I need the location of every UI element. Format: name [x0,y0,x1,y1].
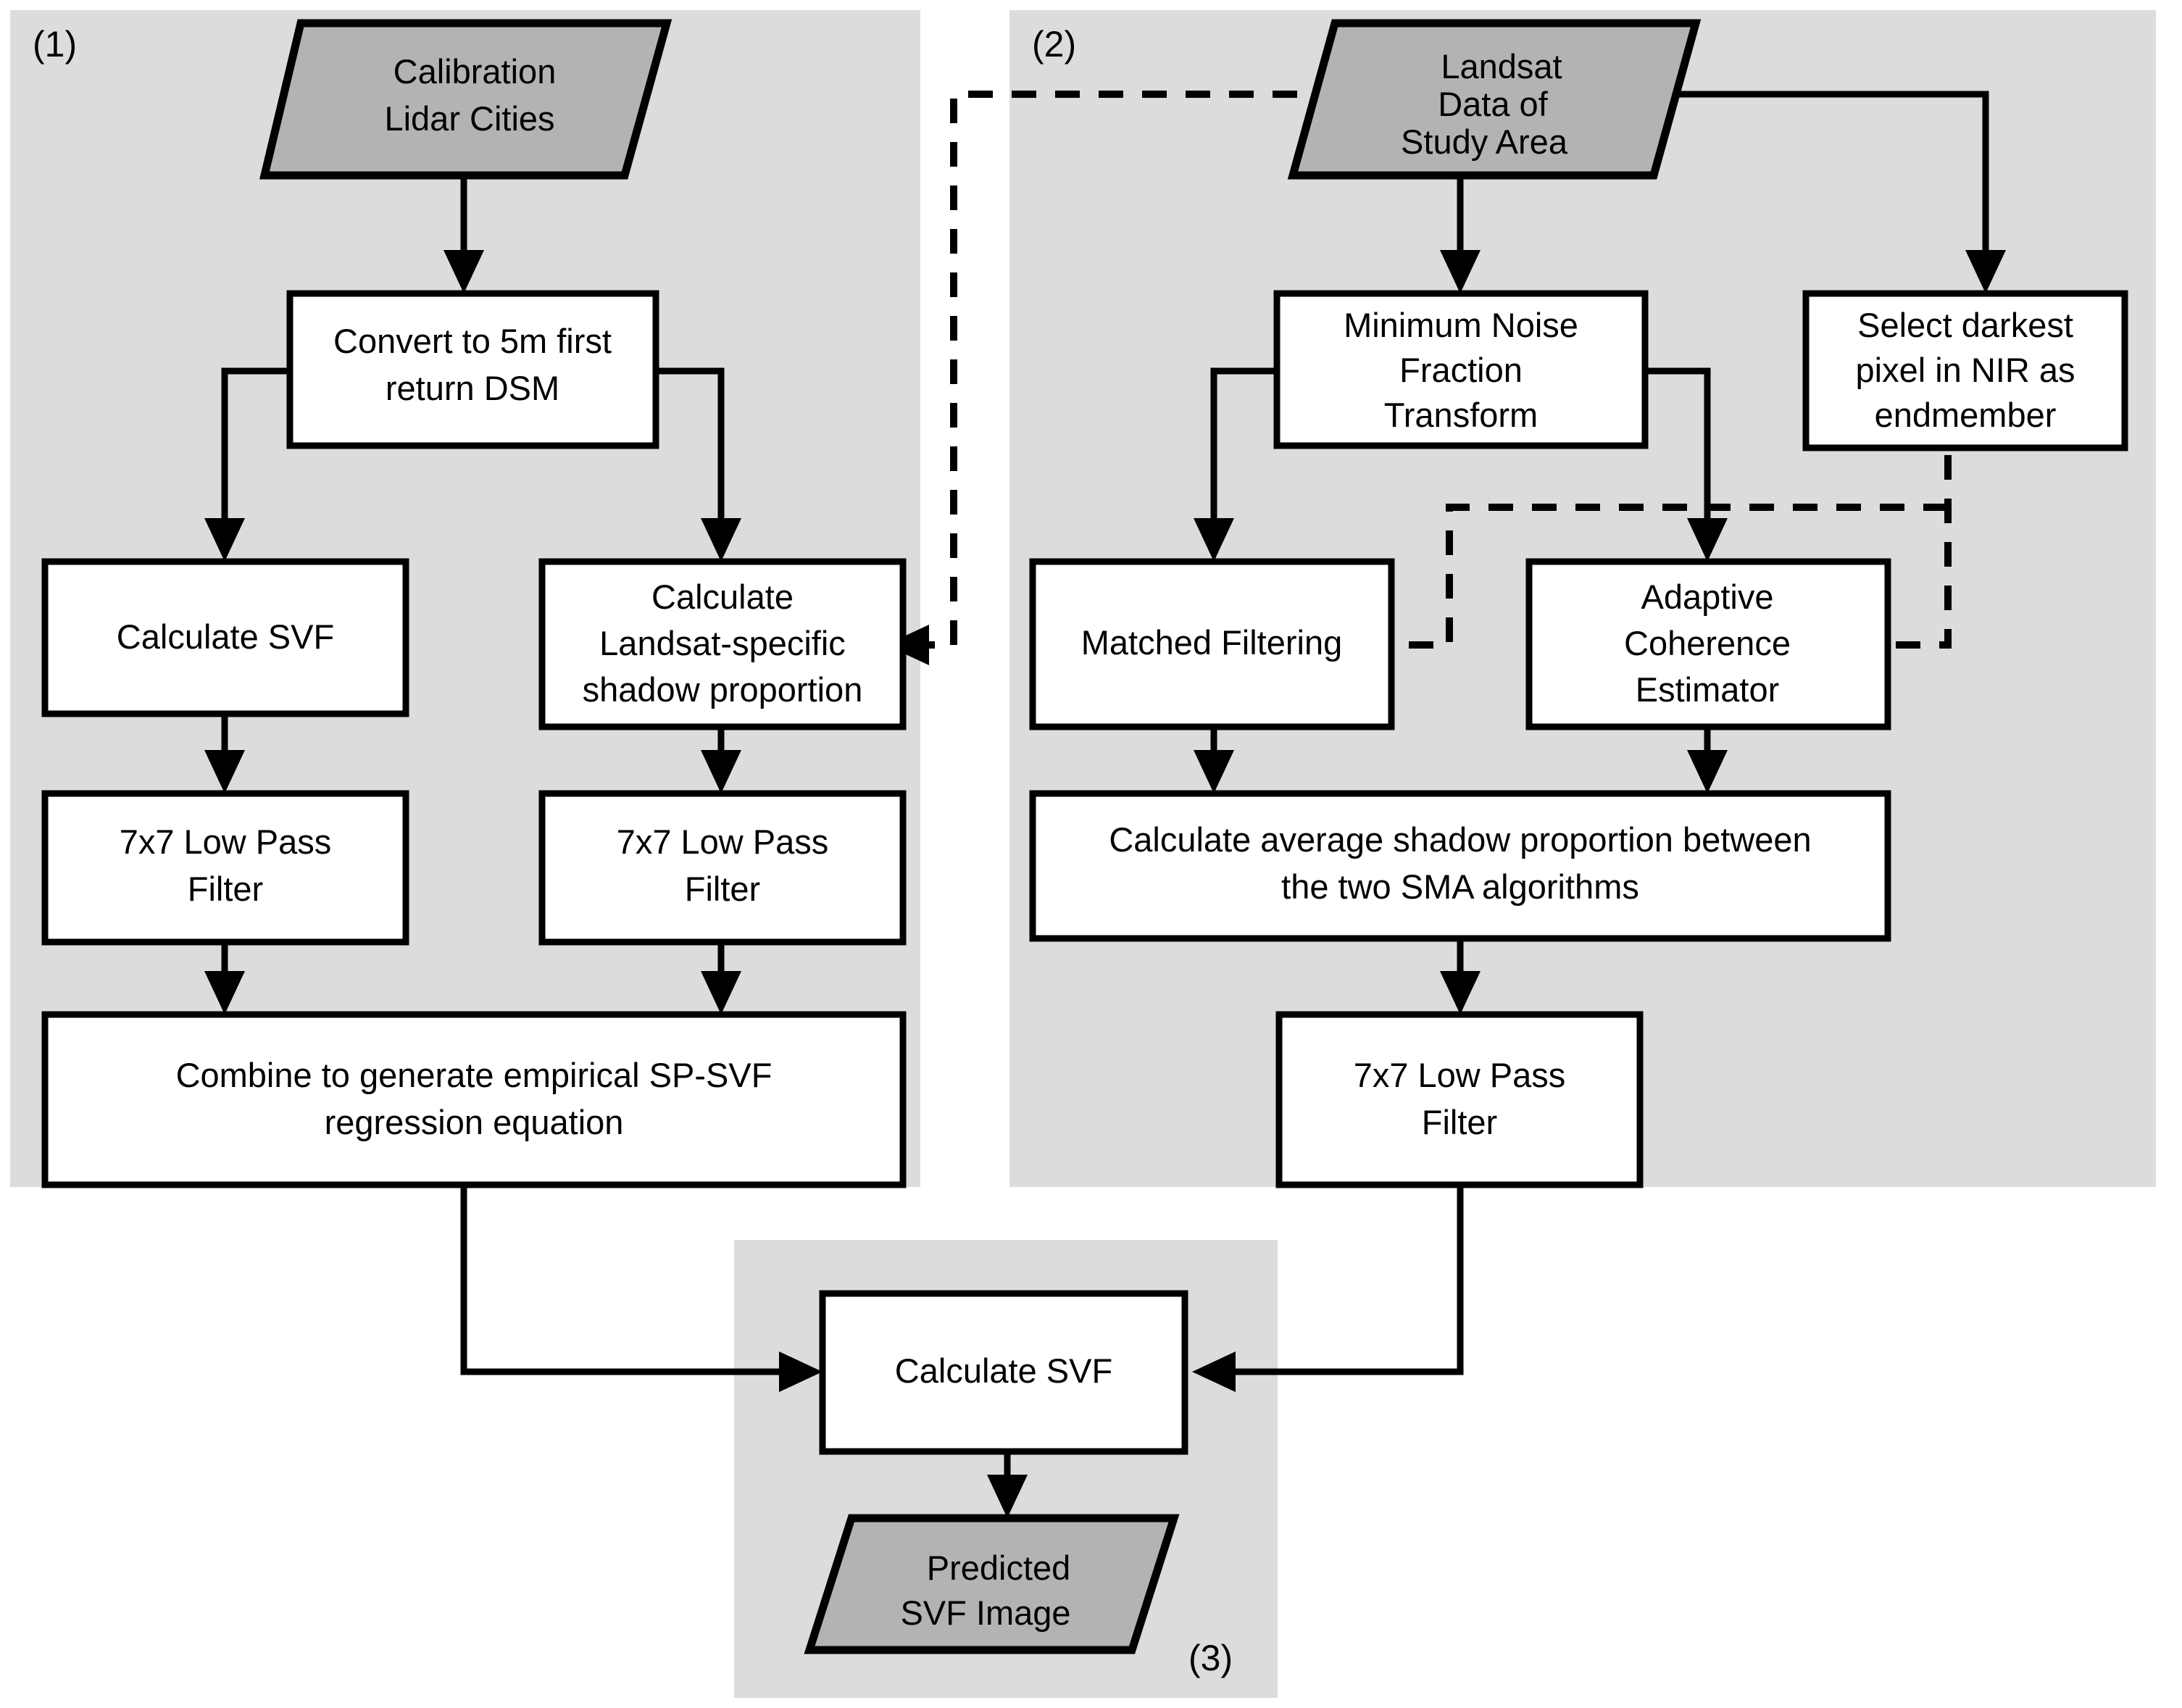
node-label-line: 7x7 Low Pass [617,822,829,861]
node-calibration-lidar-cities[interactable]: Calibration Lidar Cities [259,19,672,180]
node-label-line: SVF Image [900,1594,1070,1632]
node-label-line: Coherence [1624,624,1791,662]
node-label-line: 7x7 Low Pass [1354,1056,1566,1094]
node-label-line: Landsat [1441,47,1562,86]
node-predicted-svf-image[interactable]: Predicted SVF Image [804,1514,1180,1654]
arrowhead-dashed-landsat-to-landsatsp [886,625,929,665]
node-label-line: Calibration [393,52,557,91]
panel-2-label: (2) [1032,24,1076,64]
arrowhead-ace-to-avg [1687,750,1728,793]
arrowhead-lowpassright-to-finalsvf [1192,1351,1236,1392]
arrowhead-calcsvf-to-lowpassleft [204,750,245,793]
node-label-line: Lidar Cities [384,99,554,138]
node-label-line: Predicted [927,1549,1071,1587]
node-label-line: return DSM [386,369,559,407]
node-lowpass-right[interactable]: 7x7 Low Pass Filter [1275,1011,1644,1188]
node-label-line: Filter [1422,1103,1497,1141]
edge-landsat-to-darkest [1620,91,1989,272]
panel-1-label: (1) [33,24,77,64]
node-label-line: Transform [1384,396,1538,434]
node-adaptive-coherence[interactable]: Adaptive Coherence Estimator [1525,558,1891,730]
node-label-line: shadow proportion [583,670,863,709]
node-label-line: regression equation [325,1103,624,1141]
arrowhead-mnf-to-ace [1687,518,1728,562]
edge-mnf-to-matched [1210,367,1283,536]
arrowhead-combine-to-finalsvf [779,1351,823,1392]
node-convert-dsm[interactable]: Convert to 5m first return DSM [286,290,659,449]
node-label-line: Calculate SVF [117,617,334,656]
node-calculate-svf-final[interactable]: Calculate SVF [819,1290,1188,1455]
node-label-line: Combine to generate empirical SP-SVF [176,1056,773,1094]
edge-convert-to-landsatsp [652,367,725,536]
edge-dashed-landsat-to-landsatsp [915,91,1297,649]
arrowhead-landsatsp-to-lowpassmid [701,750,741,793]
node-label-line: Filter [685,870,760,908]
node-calculate-svf-left[interactable]: Calculate SVF [41,558,409,717]
arrowhead-mnf-to-matched [1194,518,1234,562]
node-lowpass-left[interactable]: 7x7 Low Pass Filter [41,790,409,946]
node-label-line: Calculate average shadow proportion betw… [1109,820,1811,859]
arrowhead-calibration-to-convert [444,250,484,293]
node-label-line: the two SMA algorithms [1281,867,1639,906]
node-label-line: Minimum Noise [1344,306,1578,344]
arrowhead-convert-to-calcsvf [204,518,245,562]
arrowhead-landsat-to-darkest [1965,250,2006,293]
arrowhead-avg-to-lowpassright [1440,971,1481,1015]
node-lowpass-mid[interactable]: 7x7 Low Pass Filter [538,790,907,946]
node-label-line: endmember [1875,396,2057,434]
node-label-line: Landsat-specific [599,624,846,662]
edge-lowpassright-to-finalsvf [1221,1185,1464,1375]
node-label-line: Study Area [1401,122,1568,161]
node-label-line: Data of [1438,85,1548,123]
node-calc-avg-shadow[interactable]: Calculate average shadow proportion betw… [1029,790,1891,942]
node-label-line: Convert to 5m first [333,322,612,360]
edge-combine-to-finalsvf [460,1185,794,1375]
node-label-line: Matched Filtering [1081,623,1343,662]
arrowhead-finalsvf-to-predicted [987,1475,1028,1518]
node-combine-regression[interactable]: Combine to generate empirical SP-SVF reg… [41,1011,907,1188]
arrowhead-convert-to-landsatsp [701,518,741,562]
node-mnf-transform[interactable]: Minimum Noise Fraction Transform [1273,290,1649,449]
node-landsat-data[interactable]: Landsat Data of Study Area [1287,19,1702,180]
node-label-line: pixel in NIR as [1856,351,2075,389]
arrowhead-matched-to-avg [1194,750,1234,793]
node-label-line: Calculate [651,578,794,616]
node-label-line: Estimator [1636,670,1780,709]
node-matched-filtering[interactable]: Matched Filtering [1029,558,1395,730]
arrowhead-landsat-to-mnf [1440,250,1481,293]
node-label-line: Fraction [1399,351,1523,389]
edge-mnf-to-ace [1639,367,1711,536]
panel-3-label: (3) [1188,1638,1233,1678]
node-label-line: Filter [188,870,263,908]
node-select-darkest-pixel[interactable]: Select darkest pixel in NIR as endmember [1802,290,2128,451]
node-label-line: Adaptive [1641,578,1774,616]
arrowhead-lowpassleft-to-combine [204,971,245,1015]
edge-convert-to-calcsvf [221,367,293,536]
node-label-line: Select darkest [1857,306,2073,344]
node-label-line: 7x7 Low Pass [120,822,332,861]
node-label-line: Calculate SVF [895,1351,1112,1390]
node-calculate-landsat-sp[interactable]: Calculate Landsat-specific shadow propor… [538,558,907,730]
arrowhead-lowpassmid-to-combine [701,971,741,1015]
